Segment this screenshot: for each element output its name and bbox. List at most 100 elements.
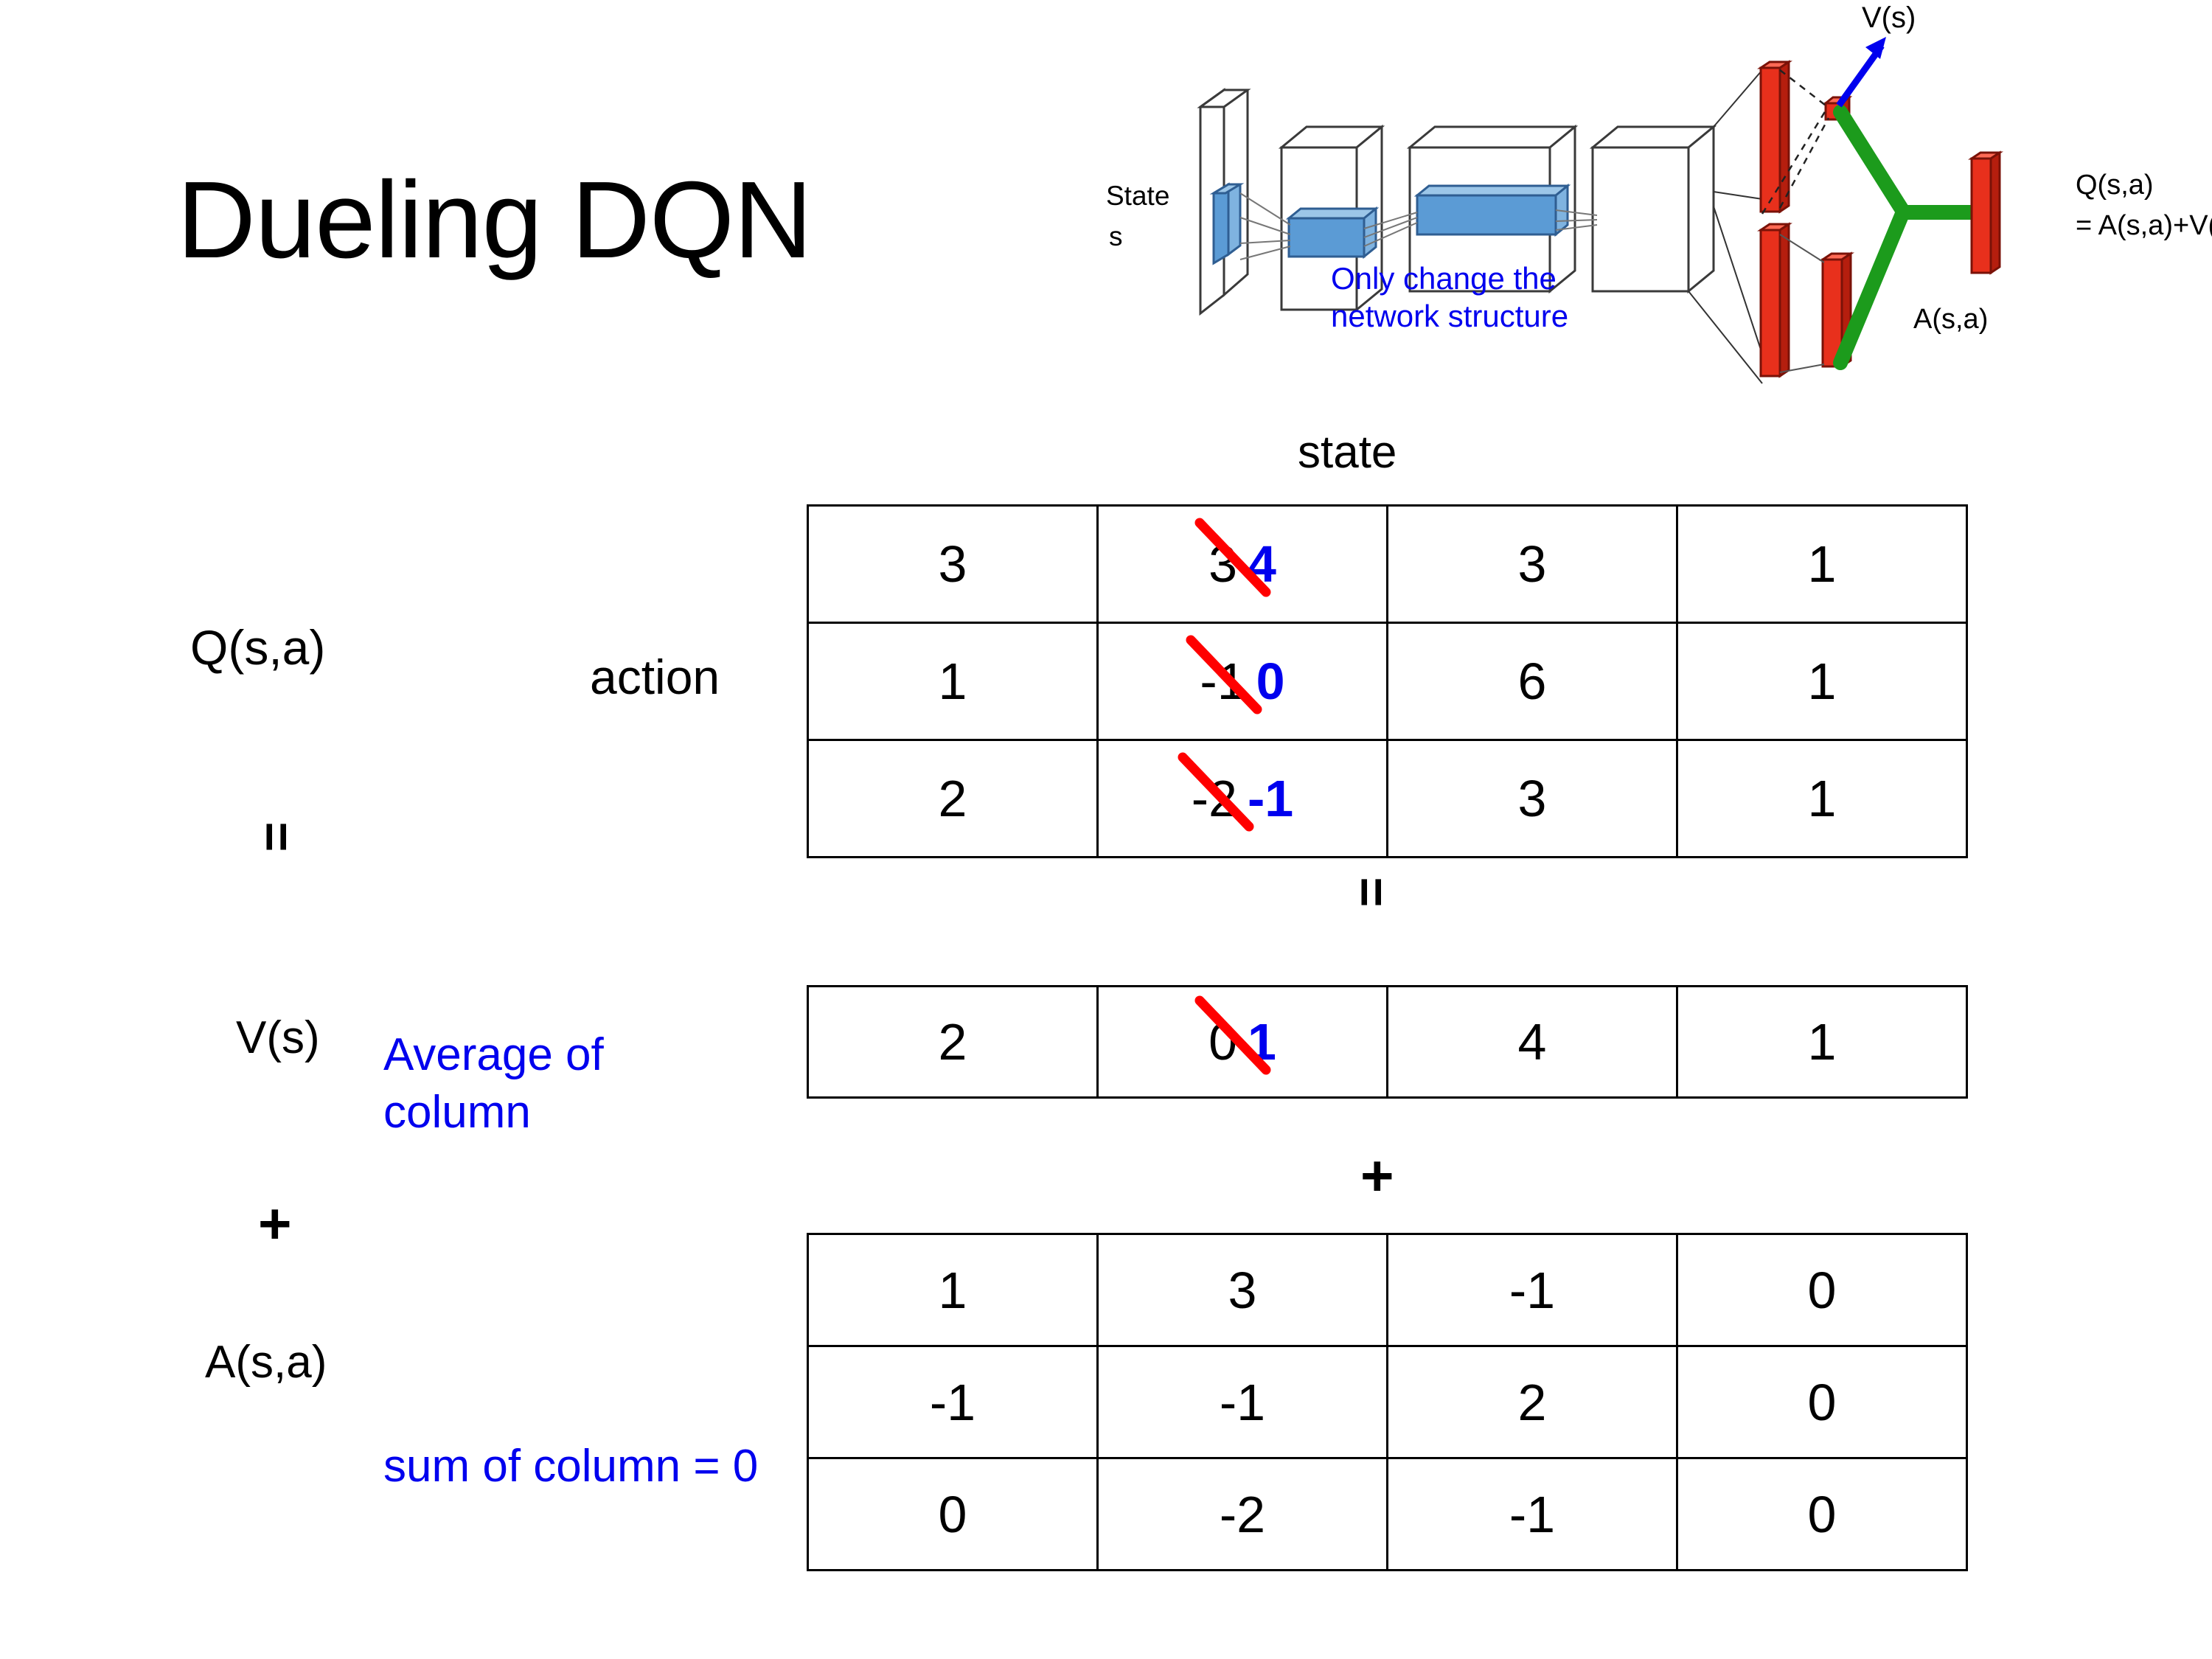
table-cell[interactable]: 1	[807, 1233, 1099, 1347]
cell-value: 4	[1517, 1013, 1547, 1071]
cell-value: 1	[938, 653, 967, 710]
cell-value: -1	[929, 1373, 976, 1431]
input-filter-slab-icon	[1209, 182, 1245, 265]
edited-cell-wrap: 3 4	[1194, 518, 1276, 597]
cell-value: 0	[1807, 1373, 1837, 1431]
edited-cell-wrap: -2 -1	[1178, 752, 1294, 832]
value-stream-dashed-links	[1761, 69, 1830, 215]
table-cell[interactable]: 1	[1676, 504, 1968, 624]
connection-lines	[1239, 192, 1598, 260]
new-value: 0	[1256, 653, 1285, 710]
v-value-table: 2 0 1 4 1	[807, 985, 1968, 1099]
table-cell[interactable]: -1	[807, 1345, 1099, 1459]
table-cell[interactable]: -2	[1096, 1457, 1388, 1571]
cell-value: 1	[938, 1261, 967, 1319]
cell-value: -2	[1219, 1485, 1266, 1543]
cell-value: 0	[1807, 1261, 1837, 1319]
advantage-value-table: 1 3 -1 0 -1 -1 2 0 0 -2 -1 0	[807, 1233, 1968, 1571]
average-of-column-note: Average of column	[383, 1029, 604, 1138]
q-output-bar-icon	[1968, 150, 2003, 275]
diagram-value-output-label: V(s)	[1862, 1, 1916, 34]
table-cell[interactable]: 3	[807, 504, 1099, 624]
table-cell[interactable]: 6	[1386, 622, 1678, 741]
table-row: 1 -1 0 6 1	[807, 622, 1968, 741]
new-value: -1	[1248, 770, 1294, 827]
table-cell[interactable]: 1	[1676, 739, 1968, 858]
table-cell[interactable]: 0	[1676, 1345, 1968, 1459]
table-cell[interactable]: 1	[1676, 985, 1968, 1099]
old-value: -2	[1178, 752, 1254, 832]
diagram-state-label: State	[1106, 181, 1170, 211]
diagram-state-sublabel: s	[1109, 221, 1123, 251]
cell-value: 3	[1228, 1261, 1257, 1319]
equals-sign-left: =	[248, 821, 306, 852]
value-output-arrow-icon	[1836, 37, 1886, 108]
cell-value: 3	[1517, 770, 1547, 827]
new-value: 4	[1248, 535, 1276, 593]
table-cell[interactable]: 3	[1096, 1233, 1388, 1347]
cell-value: -1	[1509, 1485, 1556, 1543]
table-row: 3 3 4 3 1	[807, 504, 1968, 624]
table-row: 2 0 1 4 1	[807, 985, 1968, 1099]
cell-value: 0	[938, 1485, 967, 1543]
old-value: -1	[1186, 635, 1262, 714]
table-cell[interactable]: 3	[1386, 739, 1678, 858]
table-cell[interactable]: 1	[807, 622, 1099, 741]
table-cell[interactable]: 0	[807, 1457, 1099, 1571]
table-cell[interactable]: 4	[1386, 985, 1678, 1099]
table-cell[interactable]: 2	[1386, 1345, 1678, 1459]
cell-value: 2	[938, 1013, 967, 1071]
conv-layer-3-icon	[1589, 124, 1717, 294]
cell-value: 1	[1807, 770, 1837, 827]
q-value-table: 3 3 4 3 1 1 -1	[807, 504, 1968, 858]
sum-of-column-note: sum of column = 0	[383, 1441, 759, 1492]
a-function-label: A(s,a)	[205, 1337, 327, 1388]
table-cell[interactable]: 2	[807, 985, 1099, 1099]
table-cell-edited[interactable]: 3 4	[1096, 504, 1388, 624]
action-axis-header: action	[590, 650, 720, 704]
table-cell[interactable]: 0	[1676, 1233, 1968, 1347]
diagram-advantage-output-label: A(s,a)	[1913, 304, 1989, 335]
table-cell[interactable]: 0	[1676, 1457, 1968, 1571]
cell-value: -1	[1509, 1261, 1556, 1319]
advantage-links	[1779, 234, 1825, 373]
table-cell[interactable]: 2	[807, 739, 1099, 858]
table-cell[interactable]: -1	[1096, 1345, 1388, 1459]
old-value: 3	[1194, 518, 1271, 597]
state-axis-header: state	[1298, 427, 1397, 478]
table-cell[interactable]: 3	[1386, 504, 1678, 624]
diagram-note: Only change the network structure	[1331, 261, 1569, 334]
merge-connector-icon	[1833, 105, 1980, 370]
table-cell-edited[interactable]: -2 -1	[1096, 739, 1388, 858]
table-cell-edited[interactable]: -1 0	[1096, 622, 1388, 741]
stream-split-lines	[1688, 69, 1763, 384]
cell-value: 3	[938, 535, 967, 593]
edited-cell-wrap: -1 0	[1186, 635, 1285, 714]
conv-filter-2-slab-icon	[1413, 183, 1571, 237]
table-row: 2 -2 -1 3 1	[807, 739, 1968, 858]
table-cell[interactable]: -1	[1386, 1457, 1678, 1571]
cell-value: 1	[1807, 1013, 1837, 1071]
v-function-label: V(s)	[236, 1012, 320, 1063]
cell-value: -1	[1219, 1373, 1266, 1431]
cell-value: 2	[1517, 1373, 1547, 1431]
diagram-q-output-label: Q(s,a)	[2076, 170, 2154, 201]
old-value-text: 3	[1208, 535, 1237, 593]
table-row: 1 3 -1 0	[807, 1233, 1968, 1347]
table-cell[interactable]: -1	[1386, 1233, 1678, 1347]
old-value-text: 0	[1208, 1013, 1237, 1071]
conv-filter-1-slab-icon	[1285, 206, 1380, 260]
plus-sign-left: +	[258, 1191, 292, 1256]
cell-value: 1	[1807, 653, 1837, 710]
old-value-text: -1	[1200, 653, 1246, 710]
table-row: 0 -2 -1 0	[807, 1457, 1968, 1571]
cell-value: 0	[1807, 1485, 1837, 1543]
table-cell[interactable]: 1	[1676, 622, 1968, 741]
edited-cell-wrap: 0 1	[1194, 995, 1276, 1075]
cell-value: 3	[1517, 535, 1547, 593]
diagram-q-output-equation: = A(s,a)+V(s)	[2076, 210, 2212, 241]
cell-value: 1	[1807, 535, 1837, 593]
q-function-label: Q(s,a)	[190, 620, 326, 675]
page-title: Dueling DQN	[177, 159, 813, 281]
table-cell-edited[interactable]: 0 1	[1096, 985, 1388, 1099]
